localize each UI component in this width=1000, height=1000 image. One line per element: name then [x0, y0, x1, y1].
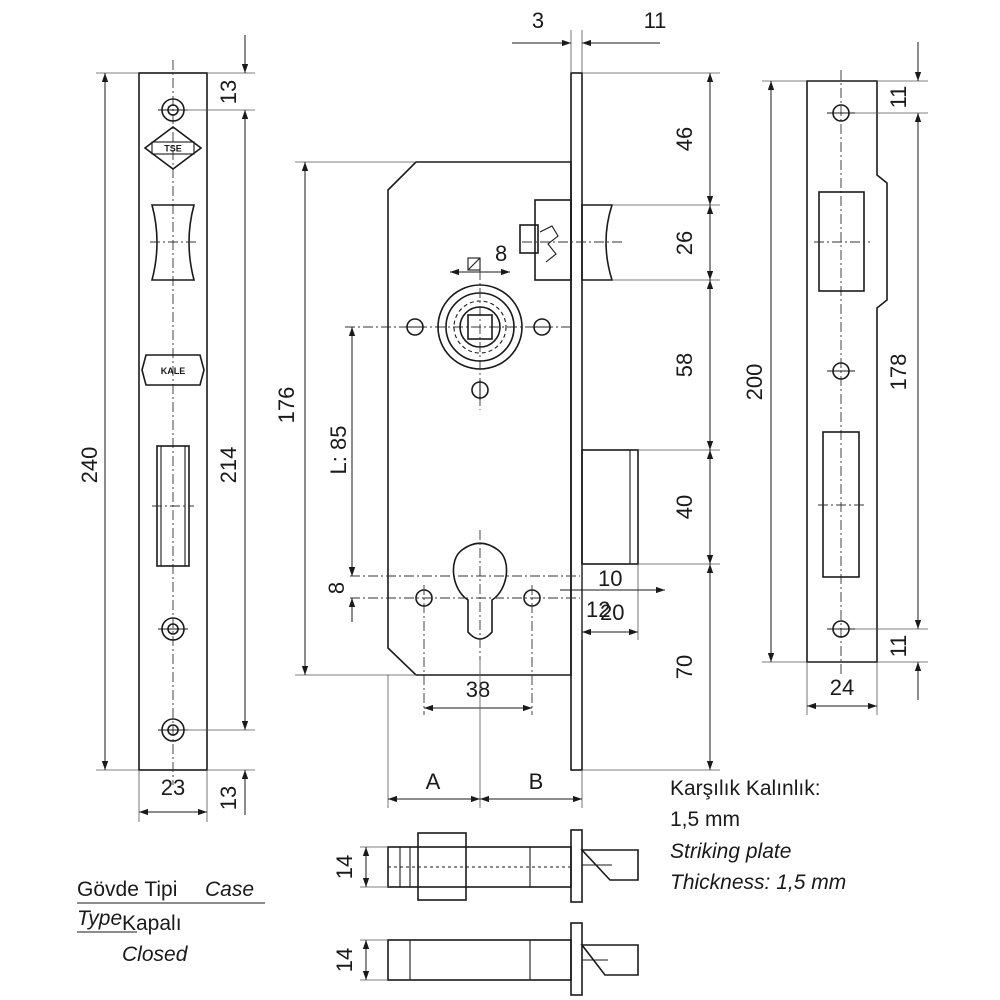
lock-front-plate: [570, 72, 583, 771]
dim-strike-width: 24: [806, 662, 878, 715]
dim-label-70: 70: [672, 655, 697, 679]
euro-cylinder-cutout: [350, 530, 580, 715]
dim-label-214: 214: [216, 447, 241, 484]
faceplate-latch-opening: [150, 204, 196, 281]
dead-bolt: [581, 449, 639, 565]
dim-label-11-strike-top: 11: [886, 86, 911, 109]
dim-label-8-offset: 8: [324, 582, 349, 594]
dim-label-46: 46: [672, 127, 697, 151]
note-case-value-tr: Kapalı: [122, 912, 182, 935]
strike-middle-screw-hole: [827, 362, 855, 380]
note-case-type-en-2: Type: [77, 907, 122, 930]
dim-vertical-chain: 46 26 58 40 70: [582, 72, 720, 771]
dim-faceplate-length: 240: [77, 72, 139, 771]
lock-body-view: 8 176 L: 85: [274, 8, 720, 808]
kale-stamp-icon: KALE: [141, 354, 205, 386]
dim-label-14-top: 14: [332, 855, 357, 879]
dim-screw-spacing: 38: [424, 677, 532, 712]
dim-label-a: A: [426, 769, 441, 794]
note-strike-tr: Karşılık Kalınlık:: [670, 777, 821, 800]
dim-faceplate-top-offset: 13: [207, 35, 255, 104]
dim-deadbolt-throw: 10 12 20: [560, 564, 665, 640]
dim-faceplate-fix-span: 214: [185, 109, 255, 731]
dim-backset: A B: [387, 660, 583, 808]
case-section-bottom: 14: [332, 922, 639, 996]
note-case-type-tr: Gövde Tipi: [77, 878, 177, 901]
strike-top-screw-hole: [827, 104, 855, 122]
note-strike-en-value: Thickness: 1,5 mm: [670, 871, 846, 894]
faceplate-bottom-screw-hole: [158, 718, 188, 742]
strike-thickness-note: Karşılık Kalınlık: 1,5 mm Striking plate…: [670, 777, 846, 894]
dim-label-8-spindle: 8: [495, 241, 507, 266]
dim-label-3: 3: [532, 8, 544, 33]
strike-deadbolt-opening: [822, 431, 860, 578]
dim-label-b: B: [529, 769, 544, 794]
dim-label-200: 200: [742, 364, 767, 401]
dim-label-11-strike-bottom: 11: [886, 635, 911, 658]
faceplate-view: TSE KALE: [77, 35, 255, 822]
dim-label-38: 38: [466, 677, 490, 702]
dim-label-11-top: 11: [644, 8, 667, 33]
dim-label-40: 40: [672, 495, 697, 519]
case-type-note: Gövde Tipi Case Type Kapalı Closed: [77, 878, 265, 966]
dim-label-10: 10: [598, 566, 622, 591]
note-case-value-en: Closed: [122, 943, 189, 966]
faceplate-top-screw-hole: [158, 98, 188, 122]
case-section-top: 14: [332, 829, 639, 903]
dim-label-24: 24: [830, 675, 854, 700]
faceplate-deadbolt-opening: [152, 445, 194, 567]
dim-screw-hole-offset: 8: [324, 553, 356, 622]
dim-label-26: 26: [672, 231, 697, 255]
strike-latch-opening: [818, 191, 865, 292]
note-strike-en: Striking plate: [670, 840, 791, 863]
dim-label-14-bottom: 14: [332, 948, 357, 972]
dim-case-height: 176: [274, 161, 416, 676]
dim-bolt-thickness: 3 11: [512, 8, 666, 73]
dim-label-13-top: 13: [216, 80, 241, 104]
dim-label-178: 178: [886, 354, 911, 391]
note-strike-tr-value: 1,5 mm: [670, 808, 740, 831]
dim-label-240: 240: [77, 447, 102, 484]
faceplate-middle-screw-hole: [158, 617, 188, 641]
kale-stamp-label: KALE: [161, 366, 186, 376]
dim-strike-fix-span: 178: [855, 112, 928, 630]
latch-bolt: [519, 199, 625, 281]
tse-stamp-icon: TSE: [143, 126, 203, 170]
note-case-type-en-1: Case: [205, 878, 254, 901]
dim-spindle-square: 8: [450, 241, 510, 276]
strike-plate-view: 200 178 11 11 24: [742, 42, 928, 715]
dim-label-23: 23: [161, 775, 185, 800]
dim-label-176: 176: [274, 387, 299, 424]
dim-label-13-bottom: 13: [216, 786, 241, 810]
spindle-hub: [345, 270, 570, 410]
dim-strike-top-offset: 11: [877, 42, 928, 108]
strike-bottom-screw-hole: [827, 620, 855, 638]
dim-label-l85: L: 85: [326, 426, 351, 475]
dim-label-12: 12: [586, 597, 610, 622]
dim-faceplate-width: 23: [138, 770, 208, 822]
dim-faceplate-bottom-offset: 13: [207, 769, 255, 815]
dim-strike-bottom-offset: 11: [877, 635, 928, 700]
dim-label-20: 20: [600, 600, 624, 625]
dim-handle-to-cylinder: L: 85: [326, 327, 356, 576]
dim-label-58: 58: [672, 353, 697, 377]
dim-strike-length: 200: [742, 80, 807, 663]
strike-plate-outline: [806, 80, 888, 663]
tse-stamp-label: TSE: [164, 144, 182, 154]
